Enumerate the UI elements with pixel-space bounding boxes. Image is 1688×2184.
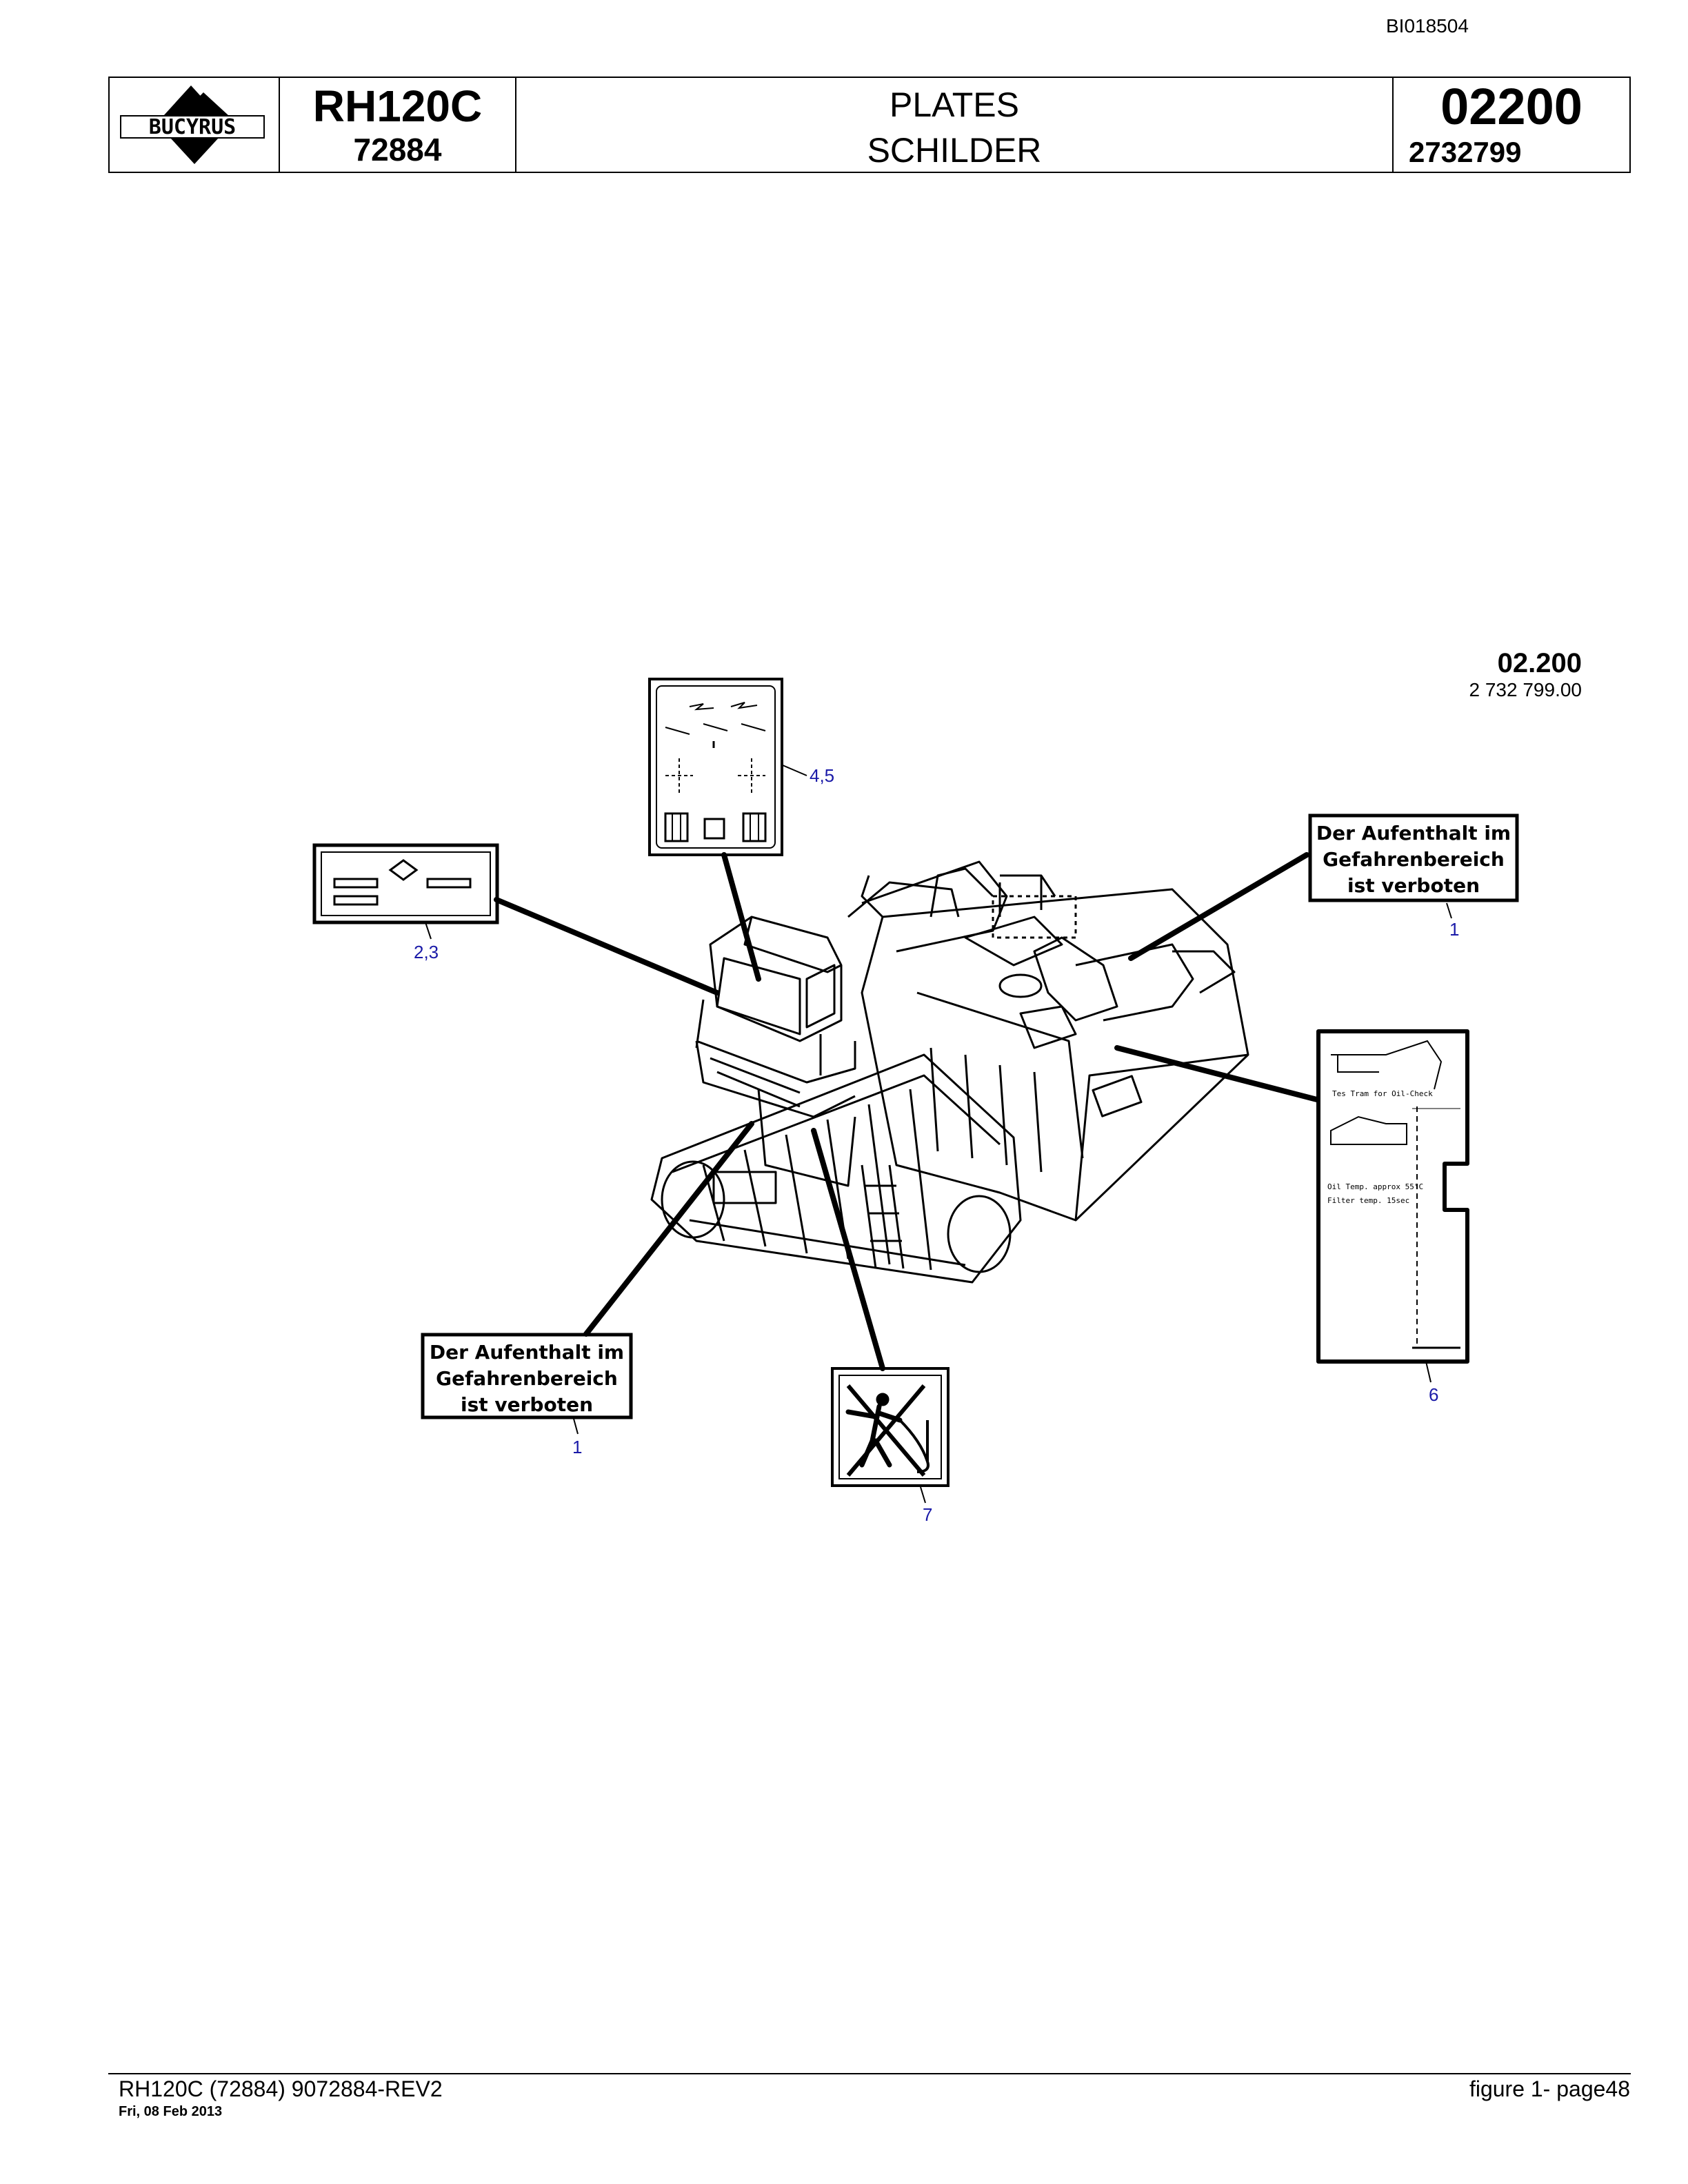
- figure-reference: 02.200 2 732 799.00: [1469, 648, 1582, 701]
- leader-lines: [494, 852, 1320, 1371]
- warning-plate-left: Der Aufenthalt im Gefahrenbereich ist ve…: [429, 1341, 625, 1416]
- plate6-line1: Oil Temp. approx 55°C: [1327, 1182, 1423, 1191]
- warning-plate-left-frame: [421, 1333, 633, 1419]
- title-english: PLATES: [889, 85, 1020, 124]
- model-name: RH120C: [312, 81, 483, 131]
- callout-6: 6: [1429, 1384, 1439, 1405]
- plate6-caption: Tes Tram for Oil-Check: [1332, 1089, 1433, 1098]
- logo-text: BUCYRUS: [148, 115, 235, 139]
- callout-1-right: 1: [1449, 919, 1460, 940]
- footer-page-ref: figure 1- page48: [1469, 2076, 1630, 2101]
- document-id: BI018504: [1386, 15, 1469, 37]
- logo-cell: BUCYRUS: [110, 78, 280, 172]
- operator-cab-icon: [695, 916, 856, 1187]
- title-german: SCHILDER: [867, 131, 1042, 170]
- footer-document-ref: RH120C (72884) 9072884-REV2: [119, 2076, 443, 2101]
- plate-6-icon: Tes Tram for Oil-Check Oil Temp. approx …: [1316, 1029, 1469, 1364]
- warning-plate-right-frame: [1308, 813, 1519, 902]
- description-cell: PLATES SCHILDER: [516, 78, 1394, 172]
- callout-7: 7: [923, 1504, 933, 1525]
- figure-ref-number: 02.200: [1497, 648, 1582, 678]
- bucyrus-logo-icon: BUCYRUS: [119, 85, 265, 164]
- callout-1-left: 1: [572, 1437, 583, 1457]
- plate-2-3-icon: [312, 843, 499, 924]
- callout-2-3: 2,3: [414, 942, 439, 962]
- warning-plate-right: Der Aufenthalt im Gefahrenbereich ist ve…: [1316, 822, 1511, 897]
- superstructure-icon: [847, 860, 1249, 1222]
- title-block: BUCYRUS RH120C 72884 PLATES SCHILDER 022…: [108, 77, 1631, 173]
- callout-4-5: 4,5: [810, 765, 835, 786]
- plate-7-no-hose-icon: [831, 1367, 950, 1487]
- plate6-line2: Filter temp. 15sec: [1327, 1196, 1409, 1205]
- figure-ref-part: 2 732 799.00: [1469, 679, 1582, 700]
- crawler-track-icon: [650, 1053, 1022, 1284]
- section-number: 02200: [1440, 78, 1582, 135]
- serial-number: 72884: [353, 132, 442, 168]
- footer-date: Fri, 08 Feb 2013: [119, 2104, 223, 2119]
- part-number: 2732799: [1409, 136, 1522, 168]
- plate-4-5-icon: [648, 678, 783, 856]
- callout-ticks: [425, 765, 1452, 1504]
- model-cell: RH120C 72884: [280, 78, 516, 172]
- number-cell: 02200 2732799: [1394, 78, 1629, 172]
- footer-divider: [108, 2073, 1631, 2074]
